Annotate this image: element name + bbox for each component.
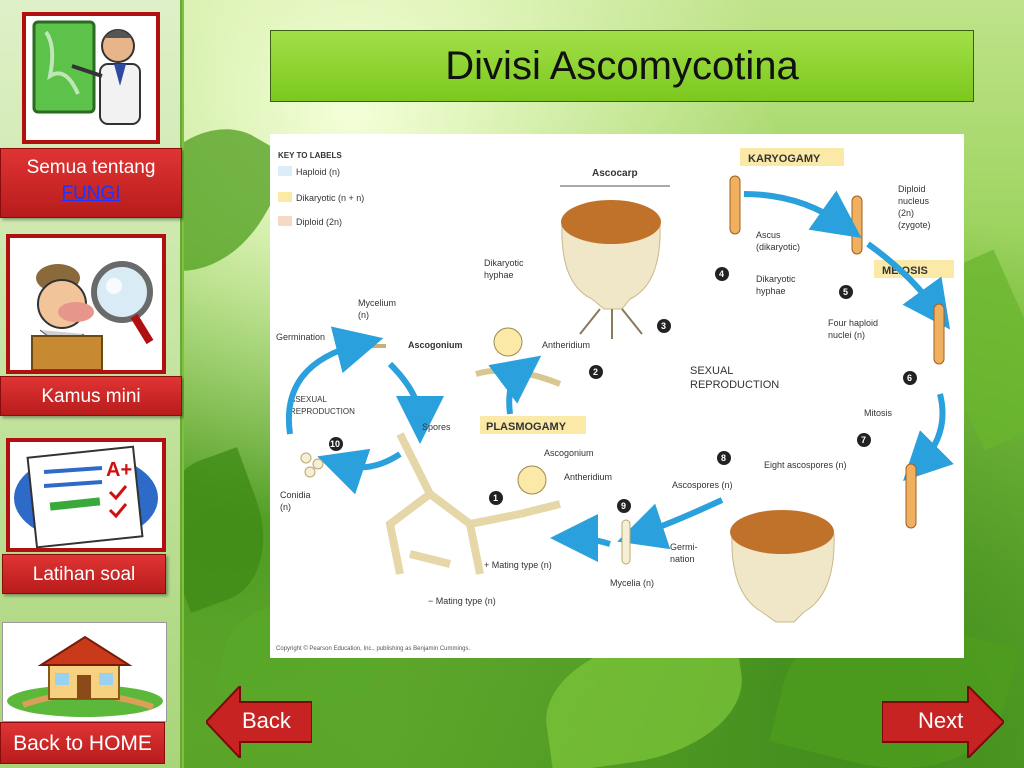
mating-plus-label: + Mating type (n)	[484, 560, 552, 570]
slide-area: Divisi Ascomycotina KEY TO LABELS Haploi…	[184, 0, 1024, 768]
key-haploid: Haploid (n)	[296, 167, 340, 177]
key-haploid-swatch	[278, 166, 292, 176]
svg-text:4: 4	[719, 269, 724, 279]
germination-2-label: Germi- nation	[670, 542, 700, 564]
back-button[interactable]: Back	[204, 683, 313, 761]
key-dikaryotic: Dikaryotic (n + n)	[296, 193, 364, 203]
mating-minus-label: − Mating type (n)	[428, 596, 496, 606]
key-dikaryotic-swatch	[278, 192, 292, 202]
karyogamy-label: KARYOGAMY	[748, 153, 821, 165]
kamus-mini-button[interactable]: Kamus mini	[0, 376, 182, 416]
ascocarp-bottom-cup	[731, 533, 835, 623]
next-arrow-icon	[881, 683, 1006, 761]
latihan-soal-button[interactable]: Latihan soal	[2, 554, 166, 594]
ascocarp-bottom-top	[730, 510, 834, 554]
back-label: Back	[242, 708, 291, 733]
mycelia-label: Mycelia (n)	[610, 578, 654, 588]
detective-thumbnail[interactable]	[6, 234, 166, 374]
svg-text:7: 7	[861, 435, 866, 445]
key-diploid: Diploid (2n)	[296, 217, 342, 227]
antheridium-label: Antheridium	[542, 340, 590, 350]
slide-title: Divisi Ascomycotina	[445, 43, 799, 88]
kamus-mini-label: Kamus mini	[41, 386, 141, 407]
svg-text:8: 8	[721, 453, 726, 463]
graded-test-icon: A+	[10, 442, 162, 548]
teacher-icon	[26, 16, 156, 140]
svg-text:6: 6	[907, 373, 912, 383]
plasmogamy-label: PLASMOGAMY	[486, 421, 567, 433]
spores-label: Spores	[422, 422, 451, 432]
ascospores-label: Ascospores (n)	[672, 480, 733, 490]
asexual-reproduction-label: ASEXUAL REPRODUCTION	[290, 395, 355, 416]
diploid-nucleus-label: Diploid nucleus (2n) (zygote)	[898, 184, 932, 230]
eight-ascospores-label: Eight ascospores (n)	[764, 460, 847, 470]
mycelium-label: Mycelium (n)	[358, 298, 399, 320]
back-to-home-label: Back to HOME	[13, 732, 152, 755]
ascus-four-nuclei	[933, 303, 945, 365]
svg-text:10: 10	[330, 439, 340, 449]
latihan-soal-label: Latihan soal	[32, 564, 136, 585]
next-label: Next	[918, 708, 964, 733]
magnifier-detective-icon	[10, 238, 162, 370]
home-thumbnail[interactable]	[2, 622, 167, 722]
copyright-text: Copyright © Pearson Education, Inc., pub…	[276, 645, 471, 652]
hyphae-network	[385, 432, 561, 575]
teacher-thumbnail[interactable]	[22, 12, 160, 144]
back-to-home-button[interactable]: Back to HOME	[0, 722, 165, 764]
ascogonium-cell	[493, 327, 523, 357]
semua-tentang-label: Semua tentang	[26, 157, 156, 178]
slide-title-box: Divisi Ascomycotina	[270, 30, 974, 102]
semua-tentang-fungi-button[interactable]: Semua tentang FUNGI	[0, 148, 182, 218]
conidia-label: Conidia (n)	[280, 490, 313, 512]
germination-label: Germination	[276, 332, 325, 342]
ascogonium-label: Ascogonium	[408, 340, 463, 350]
ascus-diploid	[851, 195, 863, 255]
house-icon	[3, 623, 166, 721]
sidebar: Semua tentang FUNGI Kamus mini A+	[0, 0, 182, 768]
ascogonium-cell-2	[517, 465, 547, 495]
ascocarp-top	[561, 200, 661, 244]
svg-text:9: 9	[621, 501, 626, 511]
life-cycle-diagram: KEY TO LABELS Haploid (n) Dikaryotic (n …	[270, 134, 964, 658]
next-button[interactable]: Next	[881, 683, 1006, 761]
germinating-spore	[621, 519, 631, 565]
four-haploid-label: Four haploid nuclei (n)	[828, 318, 881, 340]
ascomycete-life-cycle-figure: KEY TO LABELS Haploid (n) Dikaryotic (n …	[270, 134, 964, 658]
ascocarp-label: Ascocarp	[592, 168, 638, 179]
ascus-dikaryotic	[729, 175, 741, 235]
key-title: KEY TO LABELS	[278, 151, 342, 160]
test-paper-thumbnail[interactable]: A+	[6, 438, 166, 552]
svg-text:1: 1	[493, 493, 498, 503]
step-markers: 1 2 3 4 5 6 7 8 9 10	[329, 267, 917, 513]
dikaryotic-hyphae-right-label: Dikaryotic hyphae	[756, 274, 798, 296]
fungi-link[interactable]: FUNGI	[61, 183, 121, 204]
antheridium-2-label: Antheridium	[564, 472, 612, 482]
ascogonium-2-label: Ascogonium	[544, 448, 594, 458]
dikaryotic-hyphae-left-label: Dikaryotic hyphae	[484, 258, 526, 280]
mitosis-label: Mitosis	[864, 408, 893, 418]
key-diploid-swatch	[278, 216, 292, 226]
sexual-reproduction-label: SEXUAL REPRODUCTION	[690, 365, 779, 391]
ascus-eight-spores	[905, 463, 917, 529]
svg-text:5: 5	[843, 287, 848, 297]
svg-text:3: 3	[661, 321, 666, 331]
svg-text:2: 2	[593, 367, 598, 377]
ascus-label: Ascus (dikaryotic)	[756, 230, 800, 252]
svg-text:A+: A+	[106, 459, 132, 481]
